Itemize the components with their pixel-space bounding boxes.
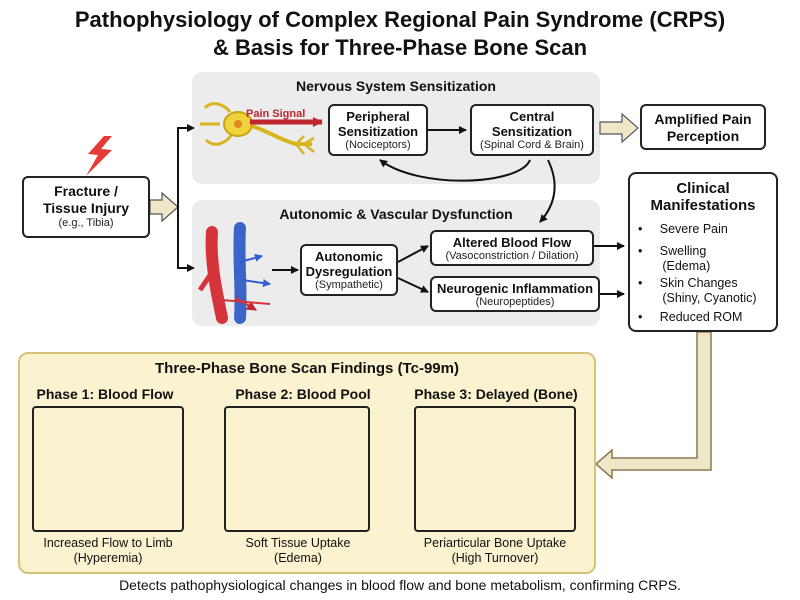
footer-text: Detects pathophysiological changes in bl… (119, 577, 681, 593)
fracture-title-1: Fracture / (54, 183, 118, 199)
fork-connector (177, 127, 193, 269)
nervous-panel-title: Nervous System Sensitization (296, 78, 496, 94)
dysregulation-sub: (Sympathetic) (315, 279, 383, 291)
fracture-box: Fracture / Tissue Injury (e.g., Tibia) (22, 176, 150, 238)
dysregulation-title-1: Autonomic (315, 249, 383, 264)
pain-signal-label: Pain Signal (246, 108, 306, 120)
phase3-title: Phase 3: Delayed (Bone) (414, 386, 578, 402)
autonomic-panel-title: Autonomic & Vascular Dysfunction (279, 206, 513, 222)
central-box: Central Sensitization (Spinal Cord & Bra… (470, 104, 594, 156)
altered-title: Altered Blood Flow (452, 235, 572, 250)
clinical-box: Clinical Manifestations • Severe Pain • … (628, 172, 778, 332)
amplified-title-2: Perception (666, 128, 740, 144)
central-sub: (Spinal Cord & Brain) (480, 139, 584, 151)
clinical-title-2: Manifestations (650, 197, 756, 214)
peripheral-box: Peripheral Sensitization (Nociceptors) (328, 104, 428, 156)
phase3-frame (414, 406, 576, 532)
phase3-caption: Periarticular Bone Uptake(High Turnover) (423, 536, 567, 565)
start-block-arrow (149, 191, 179, 223)
title-line-1: Pathophysiology of Complex Regional Pain… (74, 7, 726, 32)
amplified-box: Amplified Pain Perception (640, 104, 766, 150)
central-title-1: Central (509, 109, 555, 124)
bone-scan-title: Three-Phase Bone Scan Findings (Tc-99m) (155, 360, 459, 377)
clinical-item-skin: • Skin Changes (Shiny, Cyanotic) (638, 276, 757, 305)
central-title-2: Sensitization (491, 124, 573, 139)
clinical-title-1: Clinical (676, 180, 730, 197)
phase2-title: Phase 2: Blood Pool (235, 386, 371, 402)
blood-vessels-icon (197, 222, 271, 324)
clinical-item-pain: • Severe Pain (638, 222, 728, 236)
neurogenic-box: Neurogenic Inflammation (Neuropeptides) (430, 276, 600, 312)
phase2-frame (224, 406, 370, 532)
altered-sub: (Vasoconstriction / Dilation) (445, 250, 579, 262)
amplified-block-arrow (599, 112, 639, 144)
phase2-caption: Soft Tissue Uptake(Edema) (245, 536, 351, 565)
neuron-icon (200, 102, 315, 155)
neurogenic-title: Neurogenic Inflammation (436, 281, 594, 296)
title-line-2: & Basis for Three-Phase Bone Scan (212, 35, 588, 60)
arrow-to-altered (397, 245, 429, 263)
fracture-sub: (e.g., Tibia) (58, 217, 114, 229)
clinical-item-swelling: • Swelling (Edema) (638, 244, 711, 273)
altered-box: Altered Blood Flow (Vasoconstriction / D… (430, 230, 594, 266)
amplified-title-1: Amplified Pain (654, 111, 752, 127)
arrow-central-autonomic (539, 159, 556, 223)
dysregulation-box: Autonomic Dysregulation (Sympathetic) (300, 244, 398, 296)
phase1-caption: Increased Flow to Limb(Hyperemia) (43, 536, 173, 565)
phase1-title: Phase 1: Blood Flow (36, 386, 174, 402)
arrow-feedback (379, 159, 531, 182)
dysregulation-title-2: Dysregulation (305, 264, 393, 279)
arrow-to-neurogenic (397, 277, 429, 293)
peripheral-title-1: Peripheral (346, 109, 410, 124)
peripheral-sub: (Nociceptors) (345, 139, 411, 151)
phase1-frame (32, 406, 184, 532)
fracture-title-2: Tissue Injury (42, 200, 130, 216)
clinical-to-scan-arrow (594, 331, 712, 480)
clinical-item-rom: • Reduced ROM (638, 310, 743, 324)
neurogenic-sub: (Neuropeptides) (475, 296, 555, 308)
peripheral-title-2: Sensitization (337, 124, 419, 139)
lightning-icon (86, 136, 112, 176)
bone-scan-panel (18, 352, 596, 574)
